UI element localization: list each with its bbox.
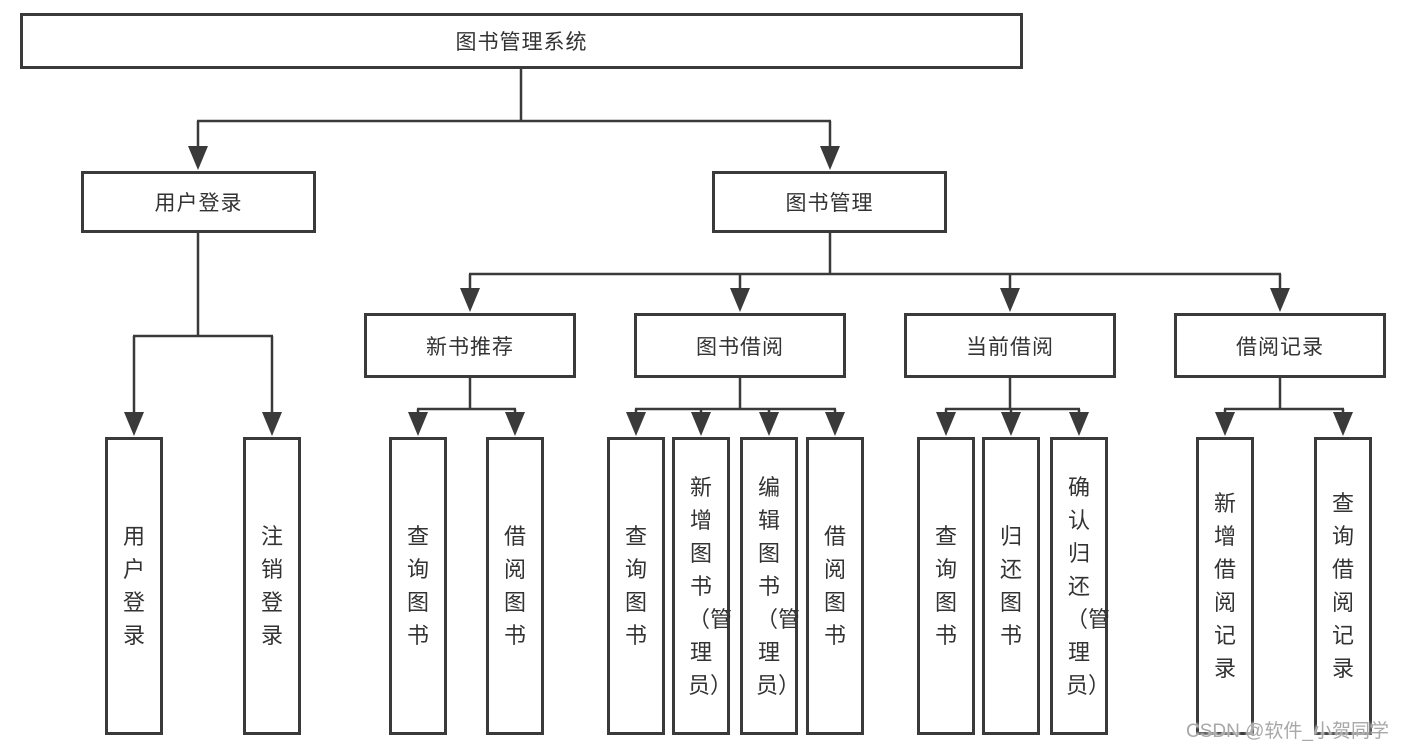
leaf-query-borrow-record: 查询借阅记录	[1314, 437, 1372, 735]
node-root-system: 图书管理系统	[20, 13, 1023, 69]
arrowheads	[124, 146, 1353, 436]
leaf-label: 编辑图书（管理员）	[756, 474, 801, 698]
leaf-add-books-admin: 新增图书（管理员）	[672, 437, 733, 735]
leaf-label: 借阅图书	[503, 524, 526, 648]
leaf-logout: 注销登录	[243, 437, 301, 735]
leaf-label: 归还图书	[999, 524, 1022, 648]
leaf-borrow-books: 借阅图书	[806, 437, 864, 735]
node-user-login-branch: 用户登录	[81, 171, 316, 233]
leaf-label: 确认归还（管理员）	[1066, 474, 1111, 698]
csdn-watermark: CSDN @软件_小贺同学	[1186, 721, 1389, 742]
node-book-borrowing: 图书借阅	[634, 313, 846, 378]
leaf-confirm-return-admin: 确认归还（管理员）	[1050, 437, 1111, 735]
leaf-label: 查询借阅记录	[1331, 491, 1354, 681]
leaf-label: 新增图书（管理员）	[688, 474, 733, 698]
leaf-label: 借阅图书	[823, 524, 846, 648]
node-current-borrowing: 当前借阅	[904, 313, 1116, 378]
leaf-query-books-recommend: 查询图书	[389, 437, 447, 735]
leaf-query-books-current: 查询图书	[917, 437, 975, 735]
leaf-label: 新增借阅记录	[1213, 491, 1236, 681]
leaf-label: 查询图书	[406, 524, 429, 648]
leaf-query-books-borrowing: 查询图书	[607, 437, 665, 735]
node-borrowing-records: 借阅记录	[1174, 313, 1386, 378]
node-book-management-branch: 图书管理	[712, 171, 947, 233]
leaf-label: 注销登录	[260, 524, 283, 648]
leaf-edit-books-admin: 编辑图书（管理员）	[740, 437, 801, 735]
leaf-add-borrow-record: 新增借阅记录	[1196, 437, 1254, 735]
leaf-user-login: 用户登录	[105, 437, 163, 735]
leaf-borrow-books-recommend: 借阅图书	[486, 437, 544, 735]
leaf-label: 用户登录	[122, 524, 145, 648]
leaf-return-books: 归还图书	[982, 437, 1040, 735]
node-new-book-recommend: 新书推荐	[364, 313, 576, 378]
leaf-label: 查询图书	[934, 524, 957, 648]
leaf-label: 查询图书	[624, 524, 647, 648]
